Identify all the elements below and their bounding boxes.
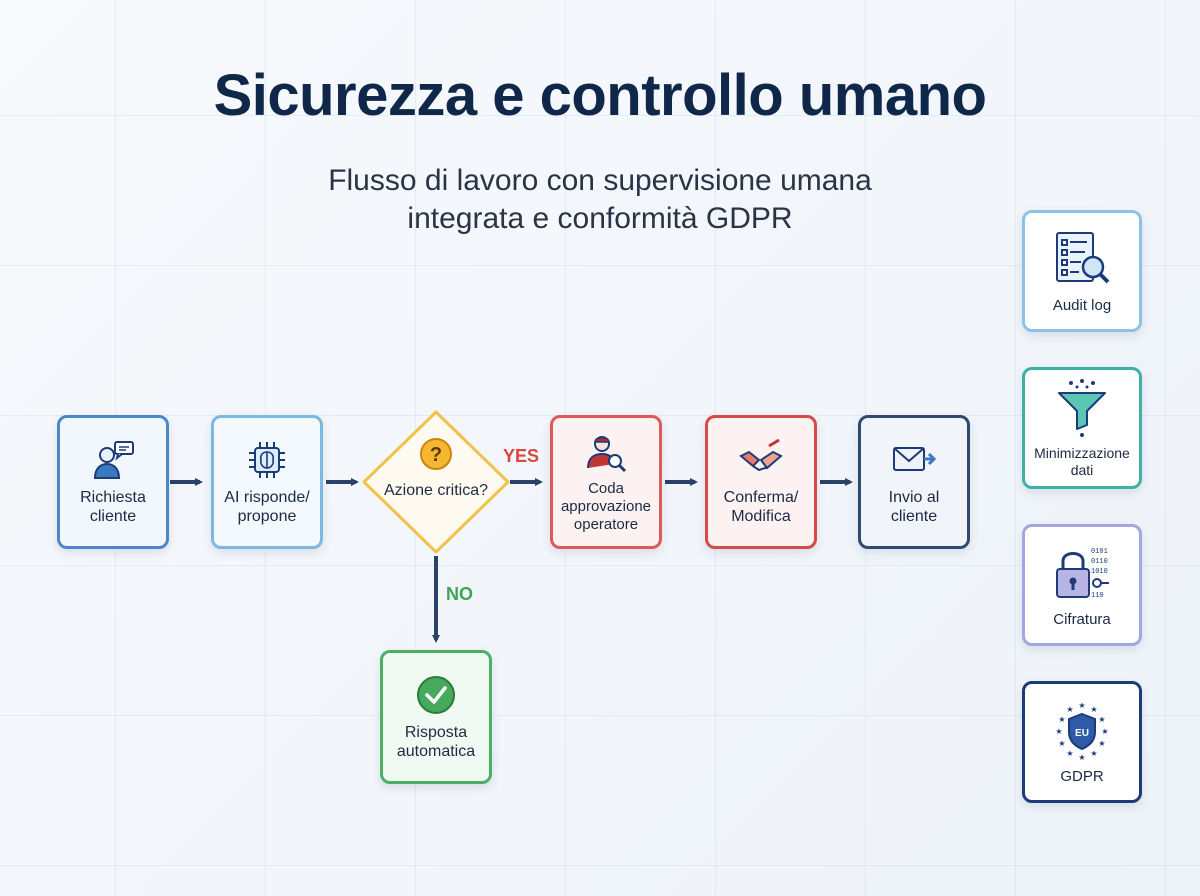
node-label: Richiesta cliente — [80, 489, 146, 525]
decision-diamond — [362, 410, 510, 554]
question-icon: ? — [420, 438, 452, 470]
ai-chip-icon — [249, 442, 285, 478]
sidebar-item-cifratura[interactable]: 0101 0110 1010 110 Cifratura — [1022, 524, 1142, 646]
operator-search-icon — [587, 436, 627, 473]
node-risposta-automatica[interactable]: Risposta automatica — [380, 650, 492, 784]
svg-text:★: ★ — [1101, 727, 1108, 736]
svg-text:1010: 1010 — [1091, 568, 1108, 576]
node-azione-critica[interactable]: ? Azione critica? — [376, 436, 496, 500]
sidebar-item-label: Minimizzazione dati — [1034, 445, 1130, 478]
svg-text:★: ★ — [1058, 739, 1065, 748]
node-label: Conferma/ Modifica — [723, 489, 799, 525]
svg-text:0110: 0110 — [1091, 558, 1108, 566]
funnel-icon — [1058, 379, 1106, 437]
svg-text:?: ? — [430, 444, 442, 466]
sidebar-item-label: Audit log — [1052, 296, 1112, 314]
svg-text:★: ★ — [1098, 739, 1105, 748]
svg-text:★: ★ — [1066, 705, 1073, 714]
yes-label: YES — [503, 446, 540, 466]
svg-text:★: ★ — [1090, 705, 1097, 714]
send-mail-icon — [893, 447, 936, 471]
svg-text:★: ★ — [1078, 701, 1085, 710]
node-invio-cliente[interactable]: Invio al cliente — [858, 415, 970, 549]
no-label: NO — [446, 584, 473, 604]
node-richiesta-cliente[interactable]: Richiesta cliente — [57, 415, 169, 549]
page-title: Sicurezza e controllo umano — [213, 63, 987, 128]
user-chat-icon — [93, 441, 134, 479]
node-conferma-modifica[interactable]: Conferma/ Modifica — [705, 415, 817, 549]
node-label: Invio al cliente — [888, 489, 940, 525]
svg-text:EU: EU — [1075, 728, 1089, 739]
audit-document-icon — [1056, 231, 1110, 283]
svg-text:★: ★ — [1090, 749, 1097, 758]
eu-shield-icon: ★★★★ ★★★★ ★★★★ EU — [1055, 701, 1108, 762]
svg-text:★: ★ — [1055, 727, 1062, 736]
sidebar-item-audit-log[interactable]: Audit log — [1022, 210, 1142, 332]
sidebar-item-label: Cifratura — [1053, 610, 1111, 628]
node-ai-risponde[interactable]: AI risponde/ propone — [211, 415, 323, 549]
subtitle-line-1: Flusso di lavoro con supervisione umana — [328, 164, 872, 197]
node-label: Coda approvazione operatore — [560, 480, 652, 533]
svg-text:★: ★ — [1078, 753, 1085, 762]
page-subtitle: Flusso di lavoro con supervisione umana … — [240, 162, 960, 238]
sidebar-item-gdpr[interactable]: ★★★★ ★★★★ ★★★★ EU GDPR — [1022, 681, 1142, 803]
sidebar-item-label: GDPR — [1060, 767, 1104, 785]
node-coda-approvazione[interactable]: Coda approvazione operatore — [550, 415, 662, 549]
node-label: Azione critica? — [383, 482, 489, 499]
handshake-icon — [739, 438, 783, 472]
svg-text:★: ★ — [1066, 749, 1073, 758]
subtitle-line-2: integrata e conformità GDPR — [407, 202, 793, 235]
svg-text:★: ★ — [1058, 715, 1065, 724]
check-circle-icon — [417, 676, 455, 714]
svg-text:★: ★ — [1098, 715, 1105, 724]
sidebar-item-minimizzazione[interactable]: Minimizzazione dati — [1022, 367, 1142, 489]
padlock-binary-icon: 0101 0110 1010 110 — [1056, 548, 1109, 600]
node-label: AI risponde/ propone — [224, 489, 310, 525]
svg-text:110: 110 — [1091, 592, 1104, 600]
node-label: Risposta automatica — [396, 724, 476, 760]
svg-text:0101: 0101 — [1091, 548, 1108, 556]
